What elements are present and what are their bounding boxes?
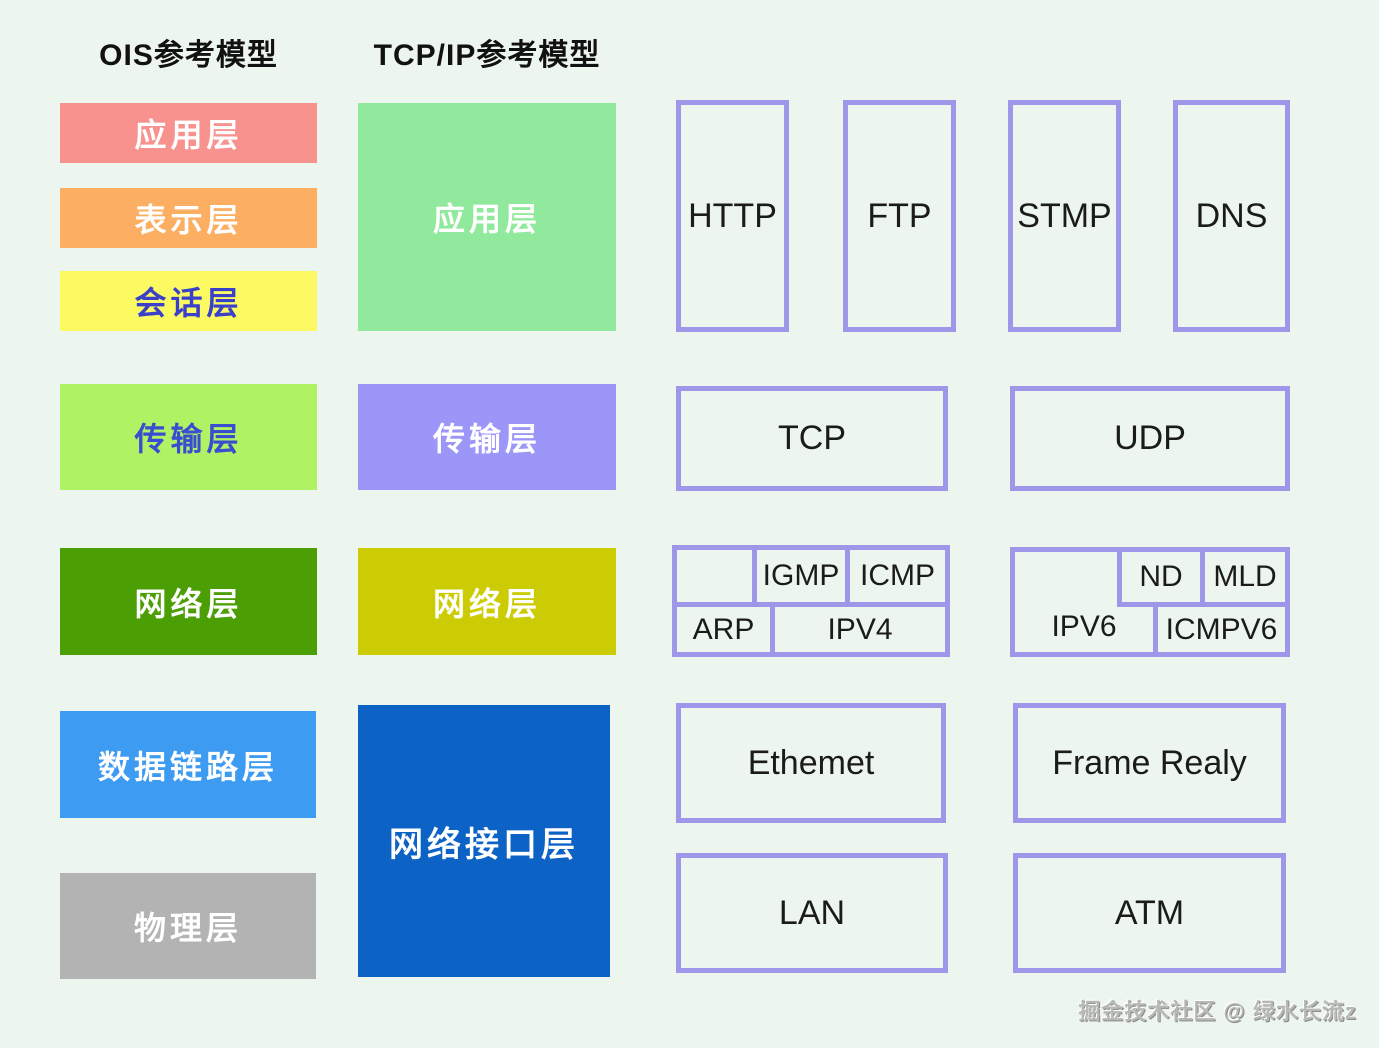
osi-layer-physical: 物理层: [60, 873, 316, 979]
protocol-icmpv6: ICMPV6: [1153, 602, 1285, 652]
protocol-udp: UDP: [1010, 386, 1290, 491]
protocol-stmp: STMP: [1008, 100, 1121, 332]
osi-model-title: OIS参考模型: [99, 39, 278, 72]
osi-layer-session: 会话层: [60, 271, 317, 331]
protocol-ethernet: Ethemet: [676, 703, 946, 823]
protocol-nd: ND: [1117, 552, 1205, 607]
osi-layer-datalink: 数据链路层: [60, 711, 316, 818]
tcpip-model-title: TCP/IP参考模型: [373, 39, 601, 72]
protocol-ipv6: IPV6: [1051, 610, 1117, 643]
tcpip-layer-network: 网络层: [358, 548, 616, 655]
tcpip-layer-network-interface: 网络接口层: [358, 705, 610, 977]
tcpip-layer-application: 应用层: [358, 103, 616, 331]
protocol-frame-relay: Frame Realy: [1013, 703, 1286, 823]
network-protocol-group-ipv6: ND MLD ICMPV6 IPV6: [1010, 547, 1290, 657]
protocol-tcp: TCP: [676, 386, 948, 491]
protocol-dns: DNS: [1173, 100, 1290, 332]
protocol-http: HTTP: [676, 100, 789, 332]
protocol-icmp: ICMP: [850, 550, 945, 607]
network-protocol-group-ipv4: IGMP ICMP ARP IPV4: [672, 545, 950, 657]
osi-layer-presentation: 表示层: [60, 188, 317, 248]
empty-cell: [677, 550, 757, 607]
protocol-igmp: IGMP: [757, 550, 850, 607]
protocol-ipv4: IPV4: [827, 612, 893, 646]
protocol-arp: ARP: [677, 607, 775, 652]
protocol-atm: ATM: [1013, 853, 1286, 973]
protocol-mld: MLD: [1205, 552, 1285, 607]
protocol-lan: LAN: [676, 853, 948, 973]
osi-layer-network: 网络层: [60, 548, 317, 655]
protocol-ftp: FTP: [843, 100, 956, 332]
tcpip-layer-transport: 传输层: [358, 384, 616, 490]
watermark: 掘金技术社区 @ 绿水长流z: [1078, 999, 1357, 1024]
osi-layer-transport: 传输层: [60, 384, 317, 490]
osi-layer-application: 应用层: [60, 103, 317, 163]
